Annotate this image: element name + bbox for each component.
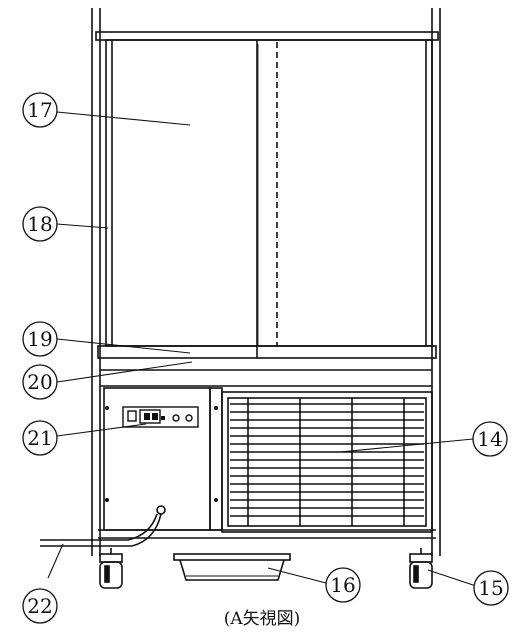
callout-16 bbox=[325, 567, 361, 603]
callout-label-17: 17 bbox=[27, 98, 52, 122]
callout-18 bbox=[22, 206, 58, 242]
drain-pan bbox=[173, 553, 291, 581]
callout-label-21: 21 bbox=[27, 426, 52, 450]
callout-label-18: 18 bbox=[27, 212, 52, 236]
display-digit-1 bbox=[144, 413, 150, 420]
caster-wheel bbox=[409, 561, 433, 589]
callout-14 bbox=[472, 421, 508, 457]
leader-21 bbox=[56, 423, 147, 437]
louver-slats bbox=[230, 403, 424, 517]
hose-line-2 bbox=[40, 513, 158, 541]
controller-button bbox=[127, 410, 137, 422]
caster-mount bbox=[409, 553, 433, 563]
view-caption: (A矢視図) bbox=[224, 609, 301, 629]
leader-19 bbox=[56, 338, 191, 354]
callout-20 bbox=[22, 364, 58, 400]
hose-line-1 bbox=[40, 513, 162, 547]
caster-left bbox=[99, 548, 123, 589]
leader-22 bbox=[47, 543, 64, 579]
leader-17 bbox=[56, 111, 191, 126]
callout-label-22: 22 bbox=[27, 594, 52, 618]
callout-labels: 17 18 19 20 21 14 22 16 15 bbox=[27, 98, 503, 618]
callout-label-20: 20 bbox=[27, 370, 52, 394]
screw-icon bbox=[105, 498, 109, 502]
leader-16 bbox=[267, 567, 327, 584]
hose-fitting bbox=[156, 505, 166, 515]
controller-display bbox=[139, 409, 161, 424]
callout-21 bbox=[22, 420, 58, 456]
caster-hub bbox=[413, 565, 419, 583]
callout-label-19: 19 bbox=[27, 327, 52, 351]
callout-15 bbox=[473, 570, 509, 606]
glass-door-frame bbox=[105, 39, 433, 347]
screw-icon bbox=[105, 406, 109, 410]
leader-15 bbox=[427, 569, 477, 587]
leader-14 bbox=[339, 438, 474, 453]
caster-right bbox=[409, 548, 433, 589]
display-dot bbox=[161, 416, 165, 420]
louver-grille-frame bbox=[227, 397, 427, 527]
callout-label-15: 15 bbox=[478, 576, 503, 600]
callout-17 bbox=[22, 92, 58, 128]
top-header-rail bbox=[95, 31, 439, 41]
controller-details bbox=[105, 406, 218, 502]
drain-hose bbox=[40, 505, 166, 547]
indicator-lamp-2 bbox=[185, 414, 193, 422]
controller-bezel bbox=[122, 406, 199, 428]
drain-pan-rim bbox=[173, 553, 291, 561]
drain-pan-body bbox=[179, 559, 285, 581]
callout-circles bbox=[22, 92, 509, 624]
caster-wheel bbox=[99, 561, 123, 589]
callout-19 bbox=[22, 321, 58, 357]
screw-icon bbox=[214, 498, 218, 502]
controller bbox=[122, 406, 199, 428]
cabinet-outline bbox=[91, 8, 441, 556]
screw-icon bbox=[214, 406, 218, 410]
display-digit-2 bbox=[152, 413, 158, 420]
callout-label-14: 14 bbox=[477, 427, 502, 451]
callout-22 bbox=[22, 588, 58, 624]
caster-hub bbox=[104, 565, 110, 583]
louver-housing bbox=[221, 391, 433, 533]
callout-label-16: 16 bbox=[330, 573, 355, 597]
leader-lines bbox=[47, 111, 477, 587]
bottom-door-rail bbox=[97, 345, 437, 359]
caster-mount bbox=[99, 553, 123, 563]
leader-20 bbox=[56, 361, 193, 383]
leader-18 bbox=[56, 223, 109, 229]
indicator-lamp-1 bbox=[172, 414, 180, 422]
